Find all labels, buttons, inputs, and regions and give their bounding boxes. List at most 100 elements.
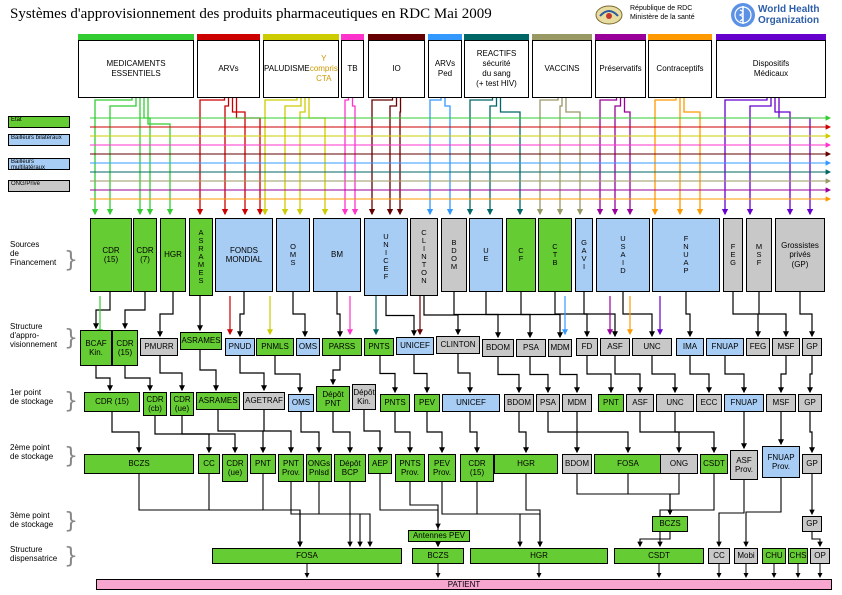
brace-icon: } xyxy=(64,544,78,569)
connector-line xyxy=(274,356,303,394)
connector-line xyxy=(111,412,142,454)
source-node: HGR xyxy=(160,218,186,292)
category-label: Contraceptifs xyxy=(656,64,704,73)
storage2-node: CC xyxy=(198,454,220,474)
connector-line xyxy=(559,357,580,394)
category-color-bar xyxy=(428,34,462,40)
supply-node: UNICEF xyxy=(396,337,434,355)
supply-node: OMS xyxy=(296,338,320,356)
connector-line xyxy=(683,98,704,216)
storage2-node: PNT Prov. xyxy=(278,454,304,482)
connector-line xyxy=(809,412,815,454)
supply-node: PSA xyxy=(516,339,546,357)
connector-line xyxy=(263,410,294,454)
supply-node: BDOM xyxy=(482,339,514,357)
storage2-node: AEP xyxy=(368,454,392,474)
connector-line xyxy=(486,98,498,216)
category-label: REACTIFS sécurité du sang (+ test HIV) xyxy=(476,49,517,88)
connector-line xyxy=(732,292,761,338)
storage1-node: OMS xyxy=(288,394,314,412)
connector-line xyxy=(799,292,815,338)
storage2-node: ONG xyxy=(660,454,698,474)
storage1-node: CDR (cb) xyxy=(143,392,167,416)
connector-line xyxy=(746,98,772,216)
source-node: CDR (15) xyxy=(90,218,132,292)
connector-line xyxy=(396,98,404,216)
brace-icon: } xyxy=(64,444,78,469)
connector-line xyxy=(576,412,631,454)
connector-line xyxy=(336,292,343,338)
connector-line xyxy=(235,98,264,216)
storage1-node: Dépôt PNT xyxy=(316,386,350,412)
connector-line xyxy=(651,98,677,216)
storage1-node: CDR (ue) xyxy=(170,392,194,416)
connector-line xyxy=(221,98,230,216)
connector-line xyxy=(385,296,417,337)
connector-line xyxy=(199,350,219,392)
legend-multilateral: Bailleurs multilatéraux xyxy=(8,158,70,171)
connector-line xyxy=(547,412,580,454)
connector-line xyxy=(556,98,564,216)
storage1-node: UNICEF xyxy=(442,394,500,412)
category-box: Dispositifs Médicaux xyxy=(716,40,826,98)
storage1-node: Dépôt Kin. xyxy=(352,384,376,410)
legend-etat: Etat xyxy=(8,116,70,128)
category-color-bar xyxy=(341,34,364,40)
category-color-bar xyxy=(648,34,712,40)
supply-node: BCAF Kin. xyxy=(80,330,112,366)
category-color-bar xyxy=(263,34,339,40)
category-color-bar xyxy=(368,34,425,40)
connector-line xyxy=(106,98,137,216)
connector-line xyxy=(330,356,341,386)
connector-line xyxy=(262,474,303,548)
connector-line xyxy=(476,482,543,548)
connector-line xyxy=(637,532,671,548)
category-label: MEDICAMENTS ESSENTIELS xyxy=(106,59,166,78)
connector-line xyxy=(667,474,680,516)
dispensing-node: CHS xyxy=(788,548,808,564)
category-box: ARVs xyxy=(197,40,260,98)
connector-line xyxy=(778,98,814,216)
storage1-node: PSA xyxy=(536,394,560,412)
connector-line xyxy=(674,412,717,454)
category-color-bar xyxy=(464,34,529,40)
supply-node: PNUD xyxy=(225,338,255,356)
category-color-bar xyxy=(716,34,826,40)
source-node: BM xyxy=(313,218,361,292)
storage2-node: PNT xyxy=(250,454,276,474)
category-color-bar xyxy=(197,34,260,40)
connector-line xyxy=(518,412,529,454)
connector-line xyxy=(363,410,383,454)
category-color-bar xyxy=(78,34,194,40)
who-line1: World Health xyxy=(758,4,820,15)
connector-line xyxy=(724,356,747,394)
category-box: ARVs Ped xyxy=(428,40,462,98)
storage1-node: PNTS xyxy=(380,394,410,412)
connector-line xyxy=(639,412,682,454)
supply-node: FEG xyxy=(746,338,770,356)
connector-line xyxy=(614,356,643,394)
storage1-node: ASF xyxy=(626,394,654,412)
connector-line xyxy=(239,356,267,392)
brace-icon: } xyxy=(64,248,78,273)
storage1-node: ECC xyxy=(696,394,722,412)
connector-line xyxy=(147,98,174,216)
dispensing-node: OP xyxy=(810,548,830,564)
dispensing-node: BCZS xyxy=(412,548,464,564)
connector-line xyxy=(181,416,238,454)
source-node: CDR (7) xyxy=(133,218,157,292)
who-logo-icon xyxy=(730,2,756,28)
connector-line xyxy=(497,357,522,394)
category-box: REACTIFS sécurité du sang (+ test HIV) xyxy=(464,40,529,98)
supply-node: UNC xyxy=(632,338,672,356)
legend-bilateral: Bailleurs bilatéraux xyxy=(8,134,70,146)
category-box: Préservatifs xyxy=(595,40,646,98)
storage3-node: GP xyxy=(802,516,822,532)
category-label: TB xyxy=(347,64,358,73)
connector-line xyxy=(300,412,322,454)
storage2-node: CSDT xyxy=(700,454,728,474)
source-node: Grossistes privés (GP) xyxy=(775,218,825,292)
